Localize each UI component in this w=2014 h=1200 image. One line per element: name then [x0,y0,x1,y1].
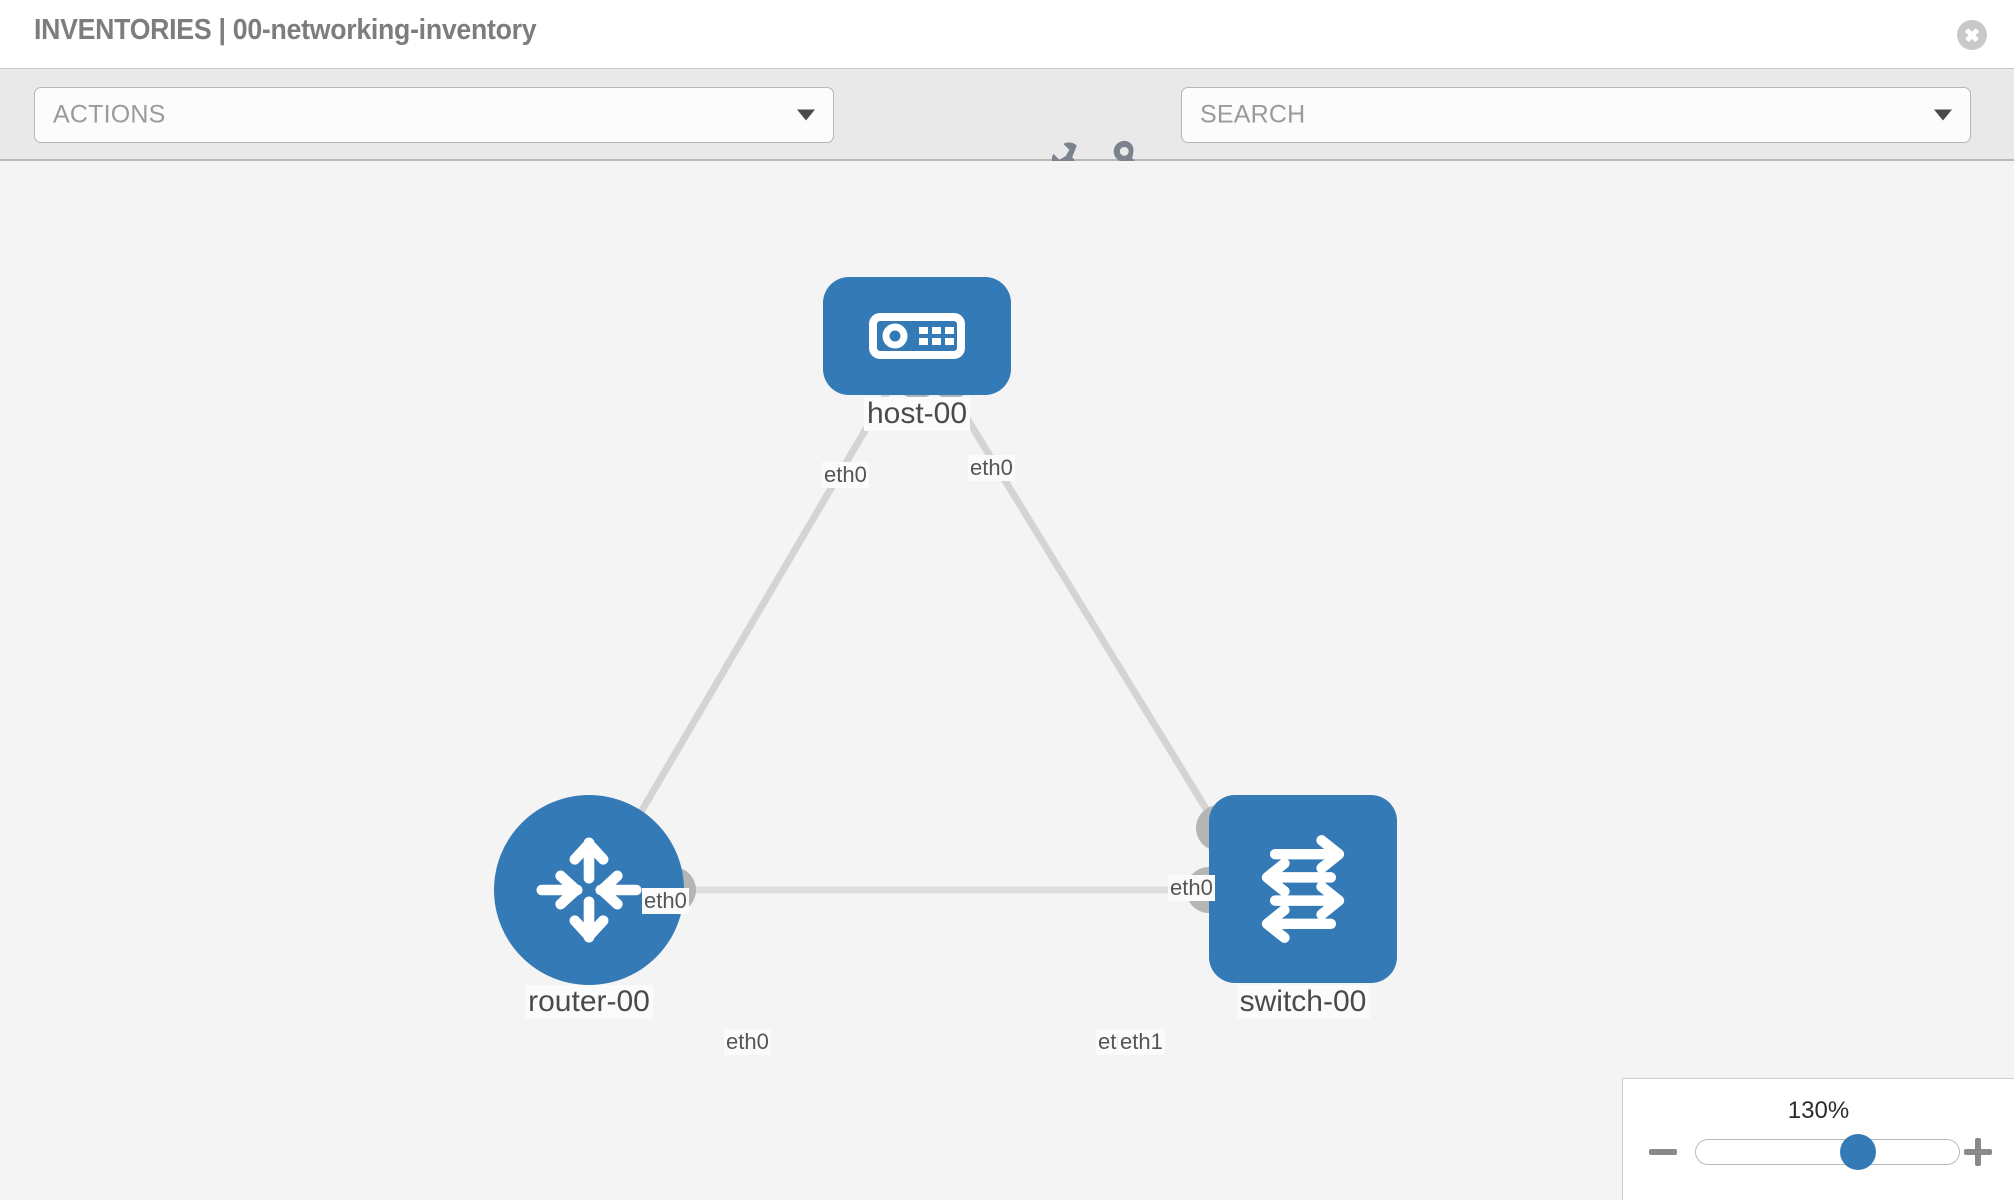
node-host-00[interactable]: host-00 [823,277,1011,431]
chevron-down-icon [797,109,815,121]
switch-node-shape[interactable] [1209,795,1397,983]
actions-dropdown-label: ACTIONS [53,100,166,129]
node-label-router-00: router-00 [525,985,653,1019]
interface-label-router-right: eth0 [724,1029,771,1055]
interface-label-router-upper: eth0 [642,888,689,914]
zoom-slider-thumb[interactable] [1840,1134,1876,1170]
zoom-control-panel: 130% [1622,1078,2014,1200]
topology-graph: host-00 [0,161,2014,1200]
zoom-slider-track[interactable] [1695,1134,1960,1170]
host-node-shape[interactable] [823,277,1011,395]
link-host-switch [938,374,1241,863]
toolbar: ACTIONS SEARCH [0,68,2014,180]
topology-canvas[interactable]: host-00 [0,161,2014,1200]
link-host-router [600,374,901,877]
server-icon [869,313,965,359]
page-header: INVENTORIES | 00-networking-inventory [0,0,2014,68]
zoom-level-value: 130% [1787,1097,1850,1124]
search-input-label: SEARCH [1200,100,1306,129]
search-dropdown[interactable]: SEARCH [1181,87,1971,143]
page-title: INVENTORIES | 00-networking-inventory [34,14,537,46]
node-switch-00[interactable]: switch-00 [1209,795,1397,1019]
zoom-out-button[interactable] [1647,1135,1681,1169]
interface-label-host-right: eth0 [968,455,1015,481]
interface-label-switch-upper: eth0 [1168,875,1215,901]
switch-arrows-icon [1261,835,1345,943]
actions-dropdown[interactable]: ACTIONS [34,87,834,143]
node-label-host-00: host-00 [863,397,971,431]
node-label-switch-00: switch-00 [1236,985,1370,1019]
interface-label-host-left: eth0 [822,462,869,488]
interface-label-switch-left-b: eth1 [1118,1029,1165,1055]
zoom-in-button[interactable] [1962,1135,1996,1169]
router-arrows-icon [536,837,642,943]
chevron-down-icon [1934,109,1952,121]
close-icon[interactable] [1957,20,1987,50]
